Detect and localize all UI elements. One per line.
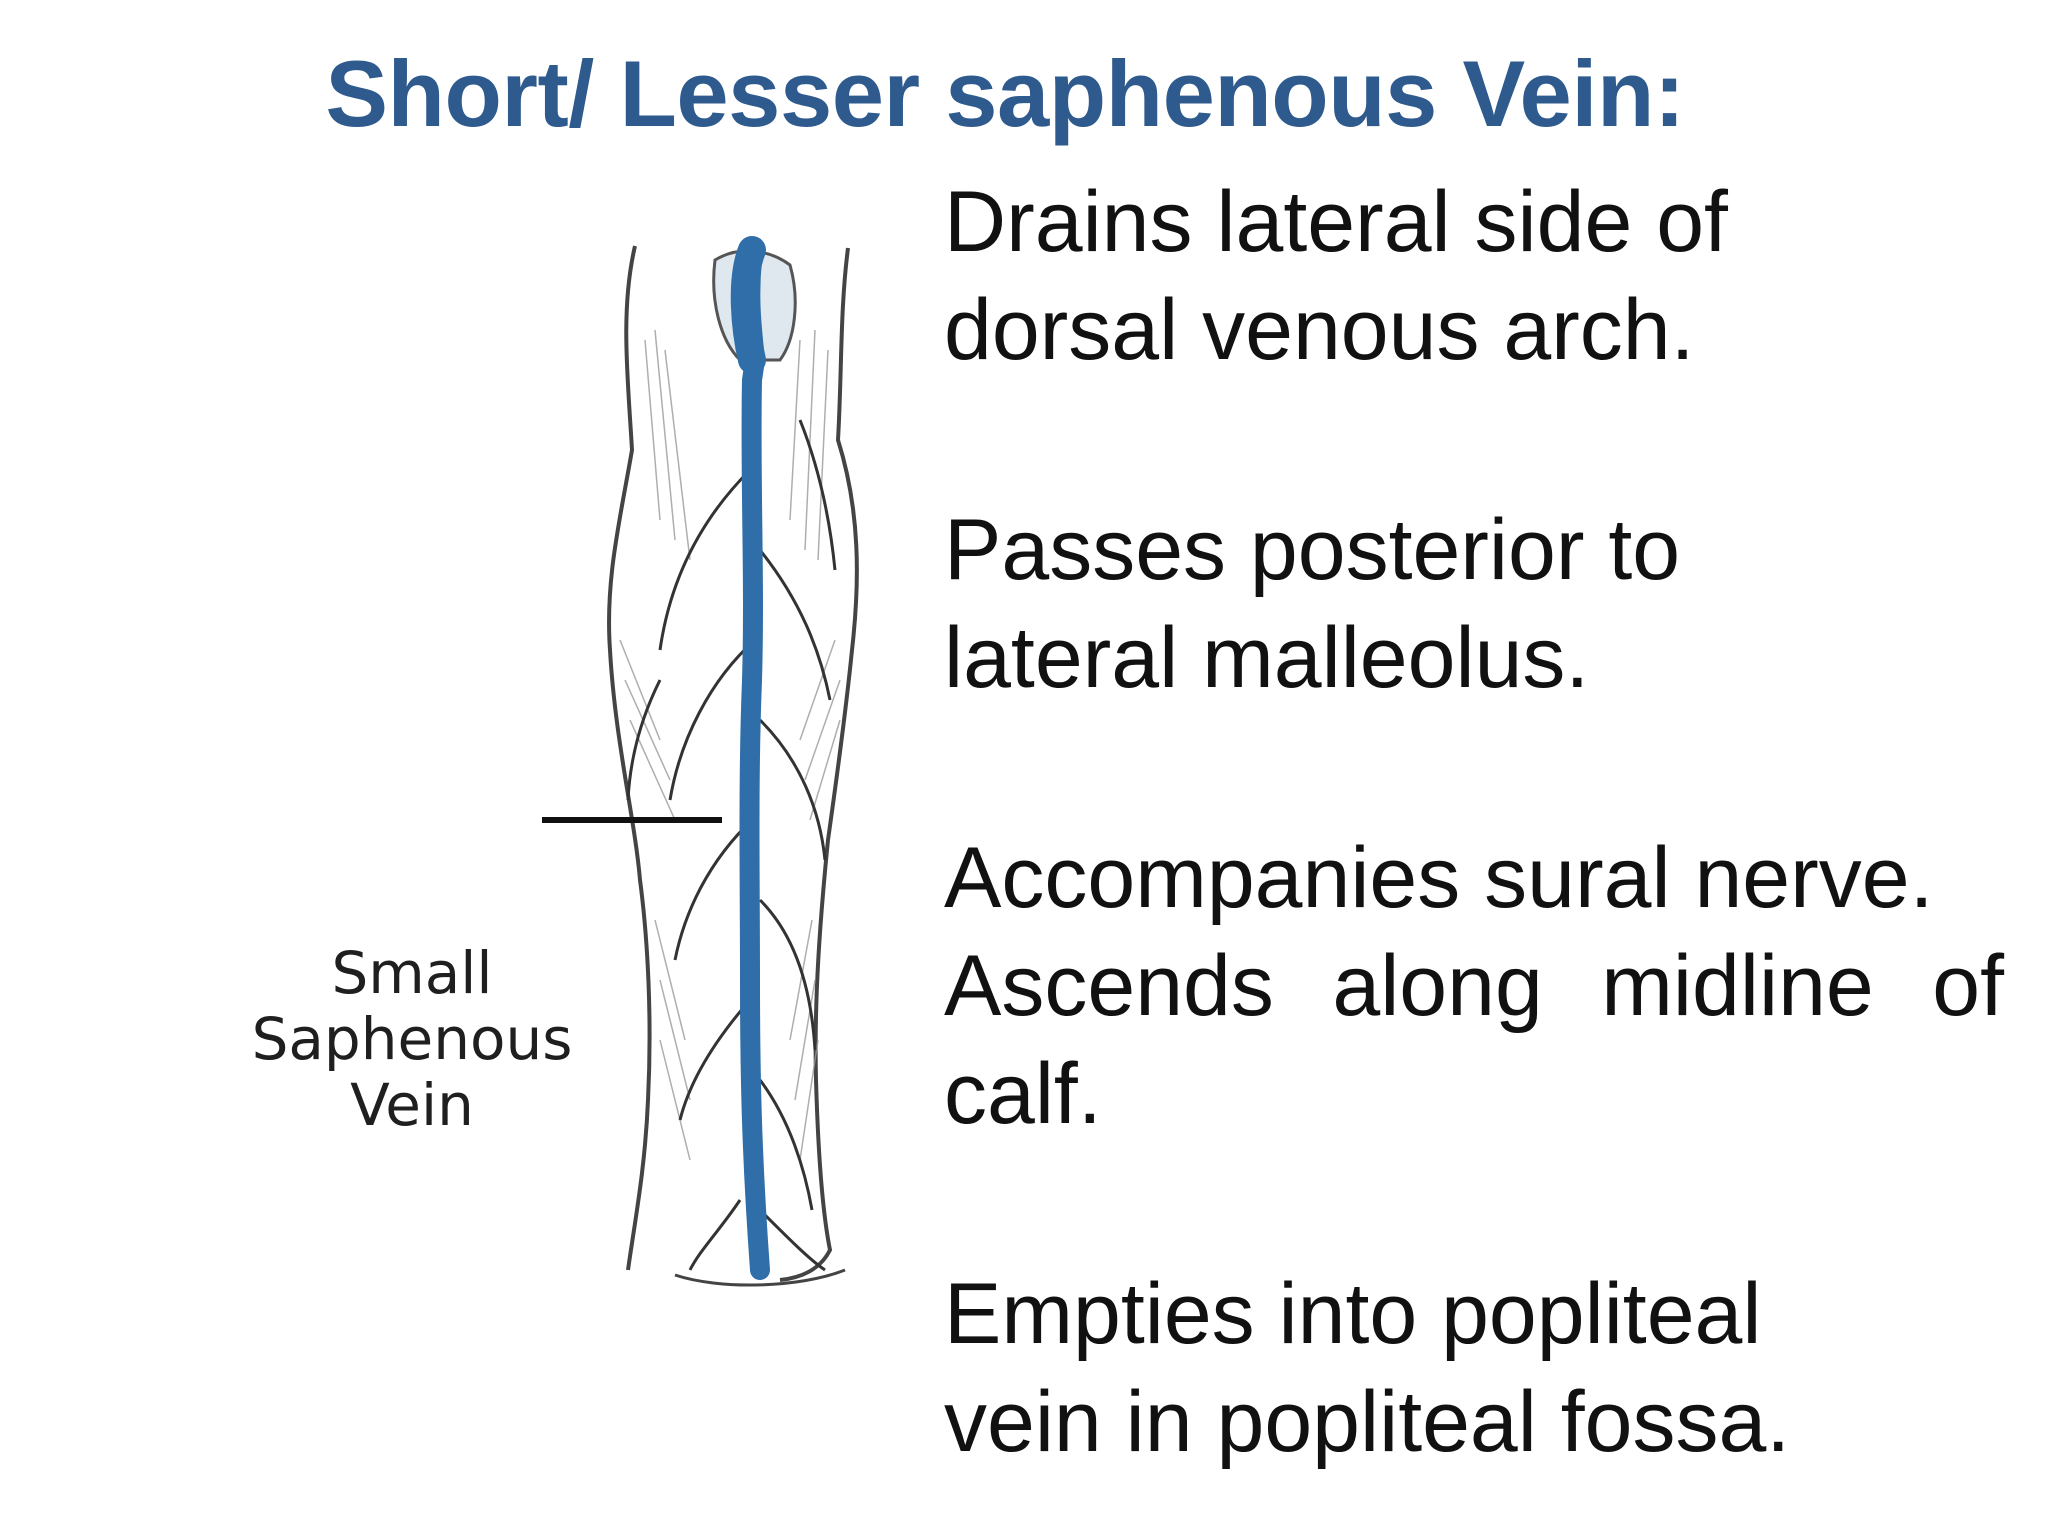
point-line-justified: Ascends along midline of <box>944 932 2004 1040</box>
slide-title: Short/ Lesser saphenous Vein: <box>325 41 1685 146</box>
leg-illustration: Small Saphenous Vein <box>100 220 880 1320</box>
point-word: midline <box>1601 938 1874 1034</box>
point-line: lateral malleolus. <box>944 610 1590 706</box>
point-line: Accompanies sural nerve. <box>944 830 1934 926</box>
point-drains: Drains lateral side of dorsal venous arc… <box>944 168 2014 384</box>
tributary-veins <box>626 419 837 1272</box>
body-text: Drains lateral side of dorsal venous arc… <box>944 168 2014 1476</box>
point-word: along <box>1332 938 1543 1034</box>
point-passes: Passes posterior to lateral malleolus. <box>944 496 2014 712</box>
point-line: vein in popliteal fossa. <box>944 1374 1791 1470</box>
point-line: calf. <box>944 1046 1102 1142</box>
vein-label-line: Vein <box>350 1071 474 1139</box>
vein-label-line: Saphenous <box>251 1005 573 1073</box>
leg-shading <box>619 329 841 1161</box>
point-line: Empties into popliteal <box>944 1266 1762 1362</box>
leg-vein-diagram <box>542 236 859 1287</box>
point-line: Passes posterior to <box>944 502 1681 598</box>
vein-label-line: Small <box>331 939 493 1007</box>
small-saphenous-vein <box>739 250 770 1280</box>
vein-label: Small Saphenous Vein <box>212 940 612 1138</box>
point-line: Drains lateral side of <box>944 174 1728 270</box>
point-word: of <box>1932 938 2004 1034</box>
point-line: dorsal venous arch. <box>944 282 1695 378</box>
point-word: Ascends <box>944 938 1274 1034</box>
point-accompanies: Accompanies sural nerve. Ascends along m… <box>944 824 2014 1148</box>
foot-outline <box>674 1268 846 1287</box>
point-empties: Empties into popliteal vein in popliteal… <box>944 1260 2014 1476</box>
leg-outline-right <box>779 247 859 1282</box>
leg-outline-left <box>607 245 652 1271</box>
